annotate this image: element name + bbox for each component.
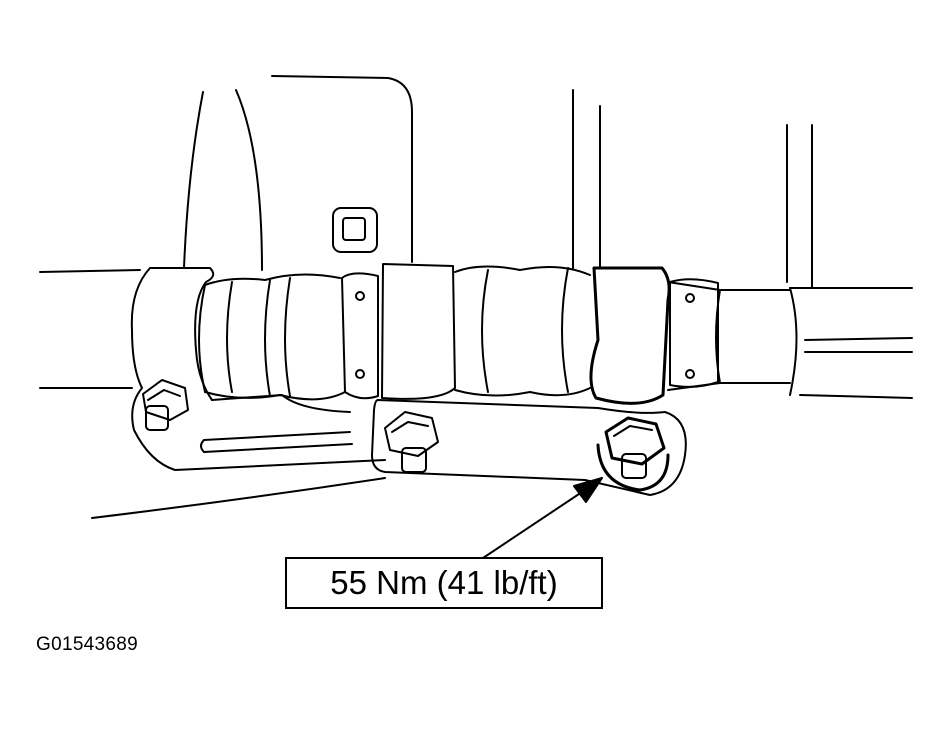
exhaust-pipe (39, 269, 913, 399)
frame-rails (572, 89, 813, 289)
bolt-torqued (596, 416, 670, 492)
leader-arrow (479, 477, 603, 561)
left-clamp (130, 267, 386, 471)
body-panel (91, 75, 413, 519)
clamp-sleeve (198, 265, 721, 401)
mounting-bracket (371, 399, 687, 496)
bolt-center (384, 411, 439, 473)
clamp-bands (341, 263, 719, 405)
torque-spec-label: 55 Nm (41 lb/ft) (285, 557, 603, 609)
figure-id-label: G01543689 (36, 634, 139, 655)
bolt-left (142, 379, 189, 431)
